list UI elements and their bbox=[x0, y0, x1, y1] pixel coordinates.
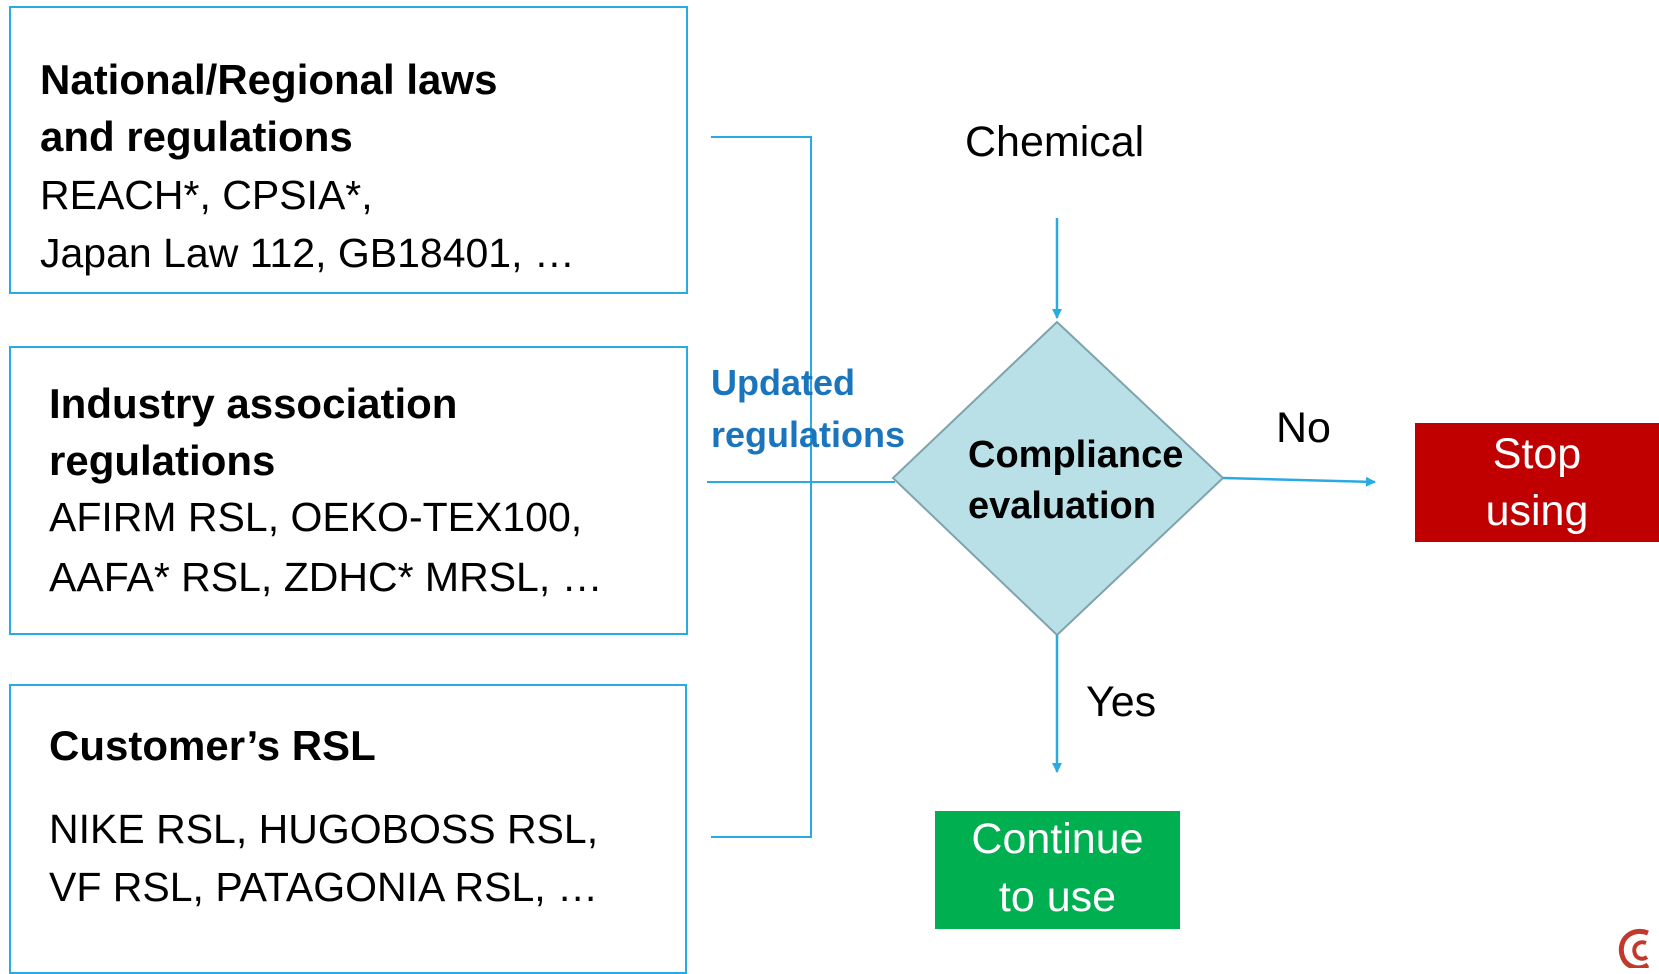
national-regional-laws-items-line-1: REACH*, CPSIA*, bbox=[40, 172, 373, 218]
stop-using-line-2: using bbox=[1485, 487, 1589, 535]
industry-association-items-line-1: AFIRM RSL, OEKO-TEX100, bbox=[49, 494, 583, 540]
national-regional-laws-title-line-2: and regulations bbox=[40, 113, 353, 160]
compliance-evaluation-line-1: Compliance bbox=[968, 434, 1184, 476]
logo-icon bbox=[1618, 929, 1650, 968]
compliance-evaluation-line-2: evaluation bbox=[968, 485, 1156, 527]
continue-to-use-line-2: to use bbox=[998, 873, 1117, 921]
industry-association-title-line-1: Industry association bbox=[49, 380, 458, 427]
updated-regulations-label-line-2: regulations bbox=[711, 414, 906, 455]
stop-using-box bbox=[1415, 423, 1659, 542]
no-arrow bbox=[1222, 476, 1376, 487]
national-regional-laws-items-line-2: Japan Law 112, GB18401, … bbox=[40, 230, 575, 276]
compliance-evaluation-diamond bbox=[891, 320, 1225, 637]
yes-label: Yes bbox=[1086, 678, 1157, 726]
customer-rsl-items-line-1: NIKE RSL, HUGOBOSS RSL, bbox=[49, 806, 599, 852]
national-regional-laws-box bbox=[9, 6, 688, 294]
stop-using-line-1: Stop bbox=[1492, 430, 1582, 478]
updated-regulations-label-line-1: Updated bbox=[711, 362, 855, 403]
bracket-connector bbox=[711, 136, 812, 838]
customer-rsl-title: Customer’s RSL bbox=[49, 722, 376, 769]
no-label: No bbox=[1276, 404, 1331, 452]
continue-to-use-line-1: Continue bbox=[971, 815, 1144, 863]
chemical-label: Chemical bbox=[965, 118, 1145, 166]
customer-rsl-items-line-2: VF RSL, PATAGONIA RSL, … bbox=[49, 864, 599, 910]
industry-association-box bbox=[9, 346, 688, 635]
industry-association-items-line-2: AAFA* RSL, ZDHC* MRSL, … bbox=[49, 554, 603, 600]
continue-to-use-box bbox=[935, 811, 1180, 929]
industry-association-title-line-2: regulations bbox=[49, 437, 276, 484]
national-regional-laws-title-line-1: National/Regional laws bbox=[40, 56, 498, 103]
